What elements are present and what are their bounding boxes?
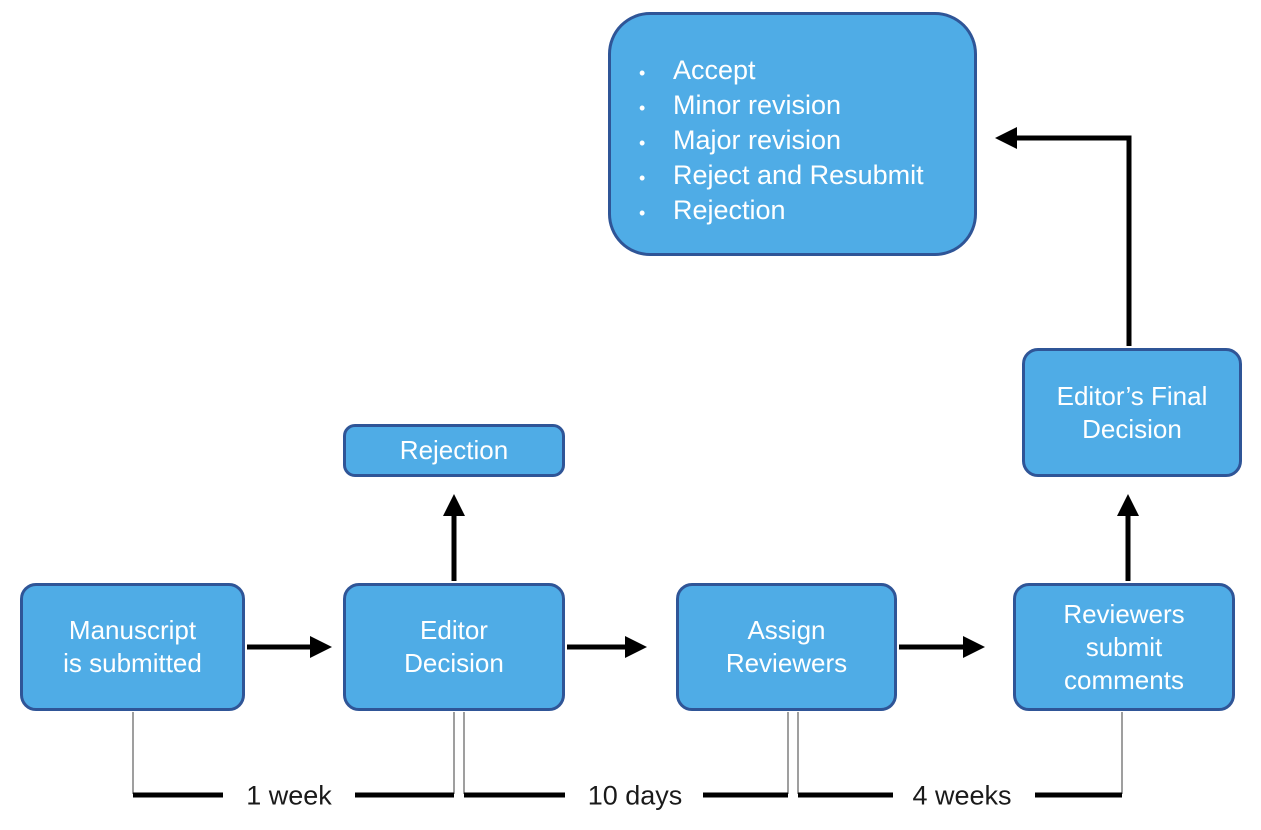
node-label: Editor Decision bbox=[404, 615, 504, 678]
arrowhead-reviewers-to-final bbox=[1117, 494, 1139, 516]
bullet-icon: • bbox=[639, 168, 646, 188]
outcome-label: Major revision bbox=[673, 125, 842, 155]
outcome-label: Accept bbox=[673, 55, 756, 85]
arrowhead-editor-to-rejection bbox=[443, 494, 465, 516]
bullet-icon: • bbox=[639, 98, 646, 118]
node-label: Editor’s Final Decision bbox=[1056, 380, 1208, 444]
node-manuscript-submitted: Manuscript is submitted bbox=[20, 583, 245, 711]
node-label: Rejection bbox=[399, 435, 509, 465]
node-label: Manuscript is submitted bbox=[63, 615, 202, 678]
arrowhead-manuscript-to-editor bbox=[310, 636, 332, 658]
node-label: Assign Reviewers bbox=[725, 615, 848, 678]
arrowhead-final-to-outcomes bbox=[995, 127, 1017, 149]
node-editor-decision: Editor Decision bbox=[343, 583, 565, 711]
list-item: • Rejection bbox=[639, 193, 964, 228]
outcome-label: Rejection bbox=[673, 195, 786, 225]
arrowhead-editor-to-assign bbox=[625, 636, 647, 658]
node-decision-outcomes: • Accept • Minor revision • Major revisi… bbox=[608, 12, 977, 256]
bullet-icon: • bbox=[639, 63, 646, 83]
arrowhead-assign-to-reviewers bbox=[963, 636, 985, 658]
node-editors-final-decision: Editor’s Final Decision bbox=[1022, 348, 1242, 477]
timeline-label-1-week: 1 week bbox=[246, 780, 332, 811]
timeline-label-10-days: 10 days bbox=[587, 780, 683, 811]
outcome-label: Minor revision bbox=[673, 90, 842, 120]
list-item: • Accept bbox=[639, 53, 964, 88]
node-reviewers-submit-comments: Reviewers submit comments bbox=[1013, 583, 1235, 711]
bullet-icon: • bbox=[639, 133, 646, 153]
node-assign-reviewers: Assign Reviewers bbox=[676, 583, 897, 711]
list-item: • Major revision bbox=[639, 123, 964, 158]
timeline-label-4-weeks: 4 weeks bbox=[912, 780, 1012, 811]
node-label: Reviewers submit comments bbox=[1063, 598, 1185, 695]
bullet-icon: • bbox=[639, 203, 646, 223]
list-item: • Minor revision bbox=[639, 88, 964, 123]
outcome-label: Reject and Resubmit bbox=[673, 160, 924, 190]
list-item: • Reject and Resubmit bbox=[639, 158, 964, 193]
node-rejection: Rejection bbox=[343, 424, 565, 477]
arrow-final-to-outcomes bbox=[1017, 135, 1132, 346]
